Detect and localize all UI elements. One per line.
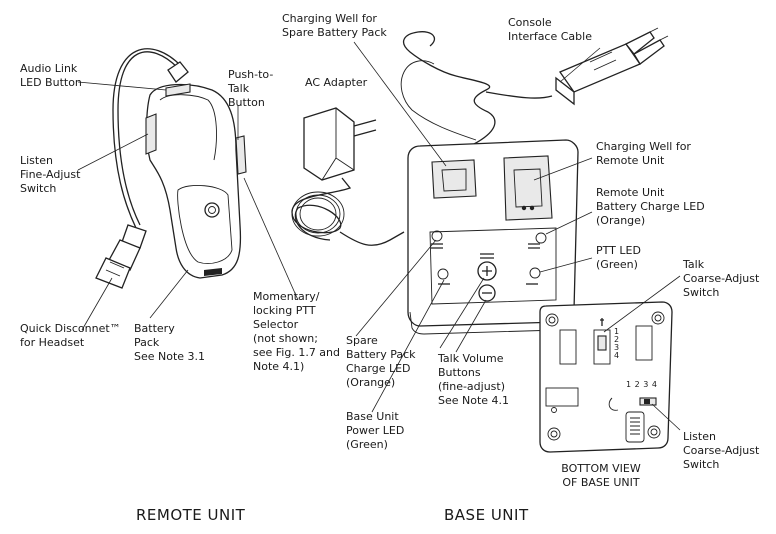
caption-remote-unit: REMOTE UNIT: [136, 506, 246, 524]
talk-switch-pos-4: 4: [614, 351, 620, 360]
label-talk-volume-buttons: Talk Volume Buttons (fine-adjust) See No…: [438, 352, 510, 407]
label-momentary-ptt-selector: Momentary/ locking PTT Selector (not sho…: [253, 290, 341, 373]
listen-switch-position-numbers: 1 2 3 4: [626, 380, 657, 389]
caption-base-unit: BASE UNIT: [444, 506, 529, 524]
label-ptt-led: PTT LED (Green): [596, 244, 641, 271]
remote-unit-illustration: [95, 48, 247, 289]
label-remote-battery-charge-led: Remote Unit Battery Charge LED (Orange): [596, 186, 705, 227]
talk-switch-pos-2: 2: [614, 335, 620, 344]
talk-switch-pos-3: 3: [614, 343, 620, 352]
label-base-unit-power-led: Base Unit Power LED (Green): [346, 410, 405, 451]
talk-switch-pos-1: 1: [614, 327, 620, 336]
label-ac-adapter: AC Adapter: [305, 76, 368, 89]
label-console-interface-cable: Console Interface Cable: [508, 16, 592, 43]
label-listen-fine-adjust-switch: Listen Fine-Adjust Switch: [20, 154, 81, 195]
label-charging-well-spare: Charging Well for Spare Battery Pack: [282, 12, 387, 39]
base-unit-bottom-view: [539, 301, 673, 453]
base-unit-top: [407, 139, 579, 335]
label-bottom-view: BOTTOM VIEW OF BASE UNIT: [561, 462, 641, 489]
label-spare-battery-charge-led: Spare Battery Pack Charge LED (Orange): [346, 334, 416, 389]
quick-disconnect-plug: [95, 224, 147, 289]
ac-adapter-illustration: [291, 107, 405, 246]
label-push-to-talk-button: Push-to- Talk Button: [228, 68, 274, 109]
console-interface-cable: [400, 27, 669, 145]
label-charging-well-remote: Charging Well for Remote Unit: [596, 140, 691, 167]
label-listen-coarse-adjust-switch: Listen Coarse-Adjust Switch: [683, 430, 760, 471]
label-talk-coarse-adjust-switch: Talk Coarse-Adjust Switch: [683, 258, 760, 299]
label-audio-link-led-button: Audio Link LED Button: [20, 62, 82, 89]
label-quick-disconnect: Quick Disconnet™ for Headset: [20, 322, 121, 349]
remote-unit-body: [145, 83, 247, 279]
label-battery-pack: Battery Pack See Note 3.1: [134, 322, 206, 363]
leader-lines: [77, 41, 681, 431]
talk-switch-position-numbers: 1 2 3 4: [614, 328, 619, 360]
